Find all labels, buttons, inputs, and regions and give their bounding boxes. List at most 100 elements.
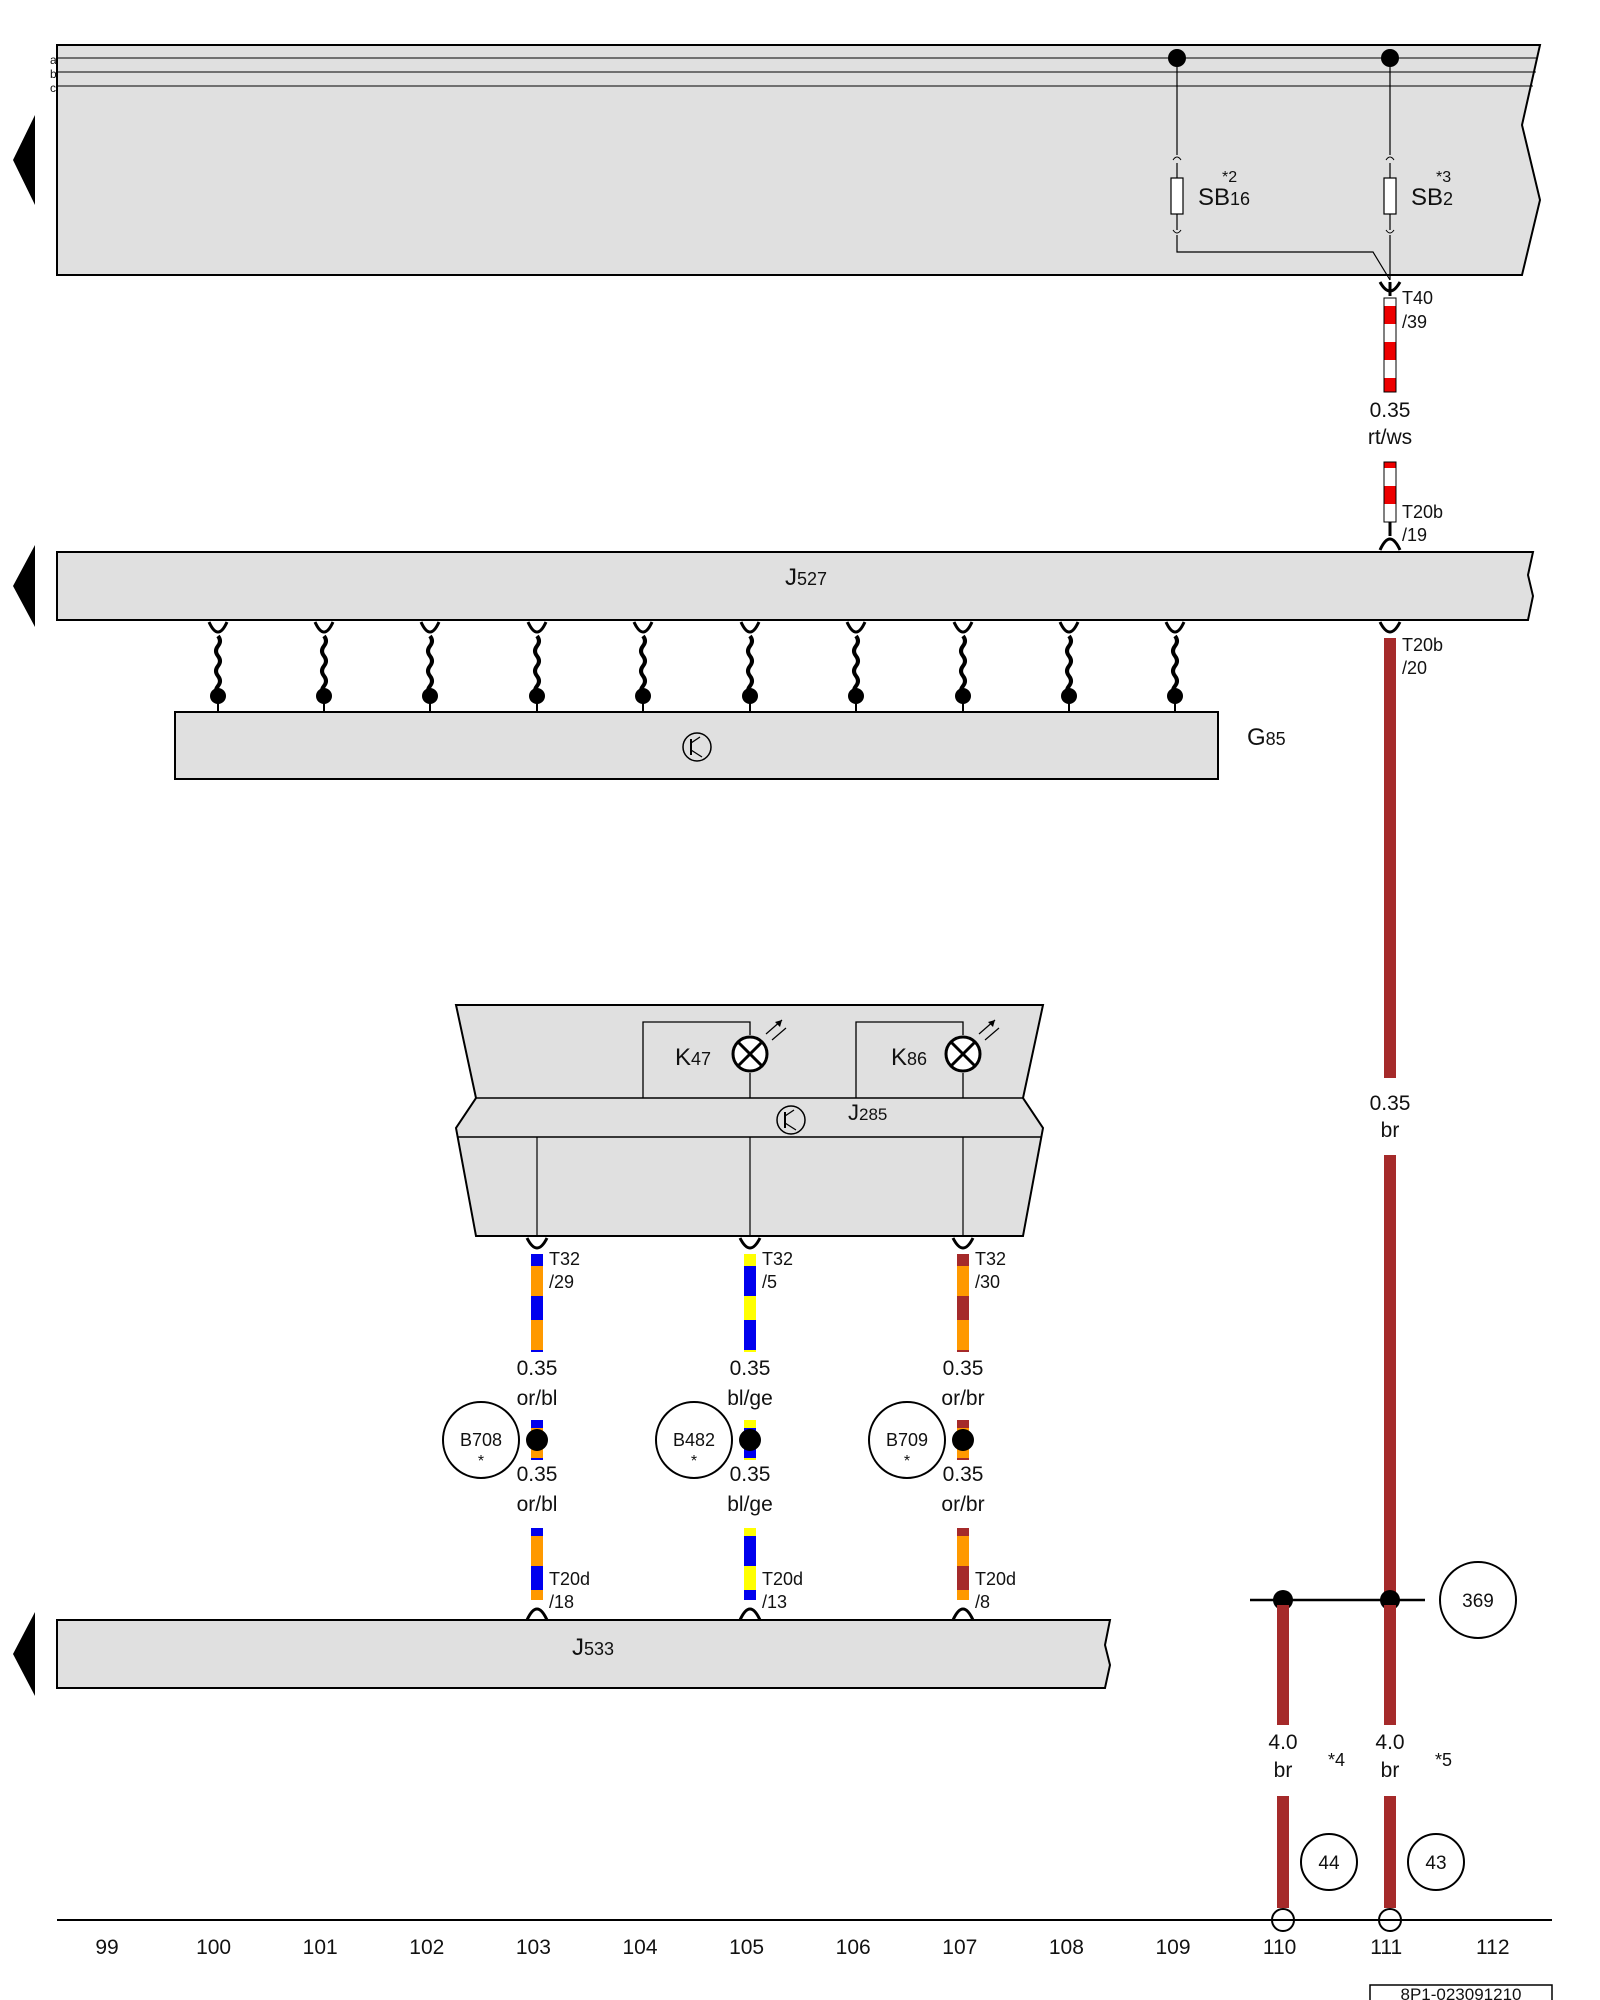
note-4: *4 bbox=[1328, 1750, 1345, 1770]
ref-44-label: 44 bbox=[1318, 1853, 1340, 1874]
wire-orbr-lower bbox=[957, 1528, 969, 1600]
column-107-orbr: T32 /30 0.35 or/br B709 * 0.35 or/br T20… bbox=[868, 1237, 1016, 1621]
fuse-sb16-note: *2 bbox=[1222, 169, 1237, 186]
page-left-arrow-2[interactable] bbox=[13, 545, 35, 627]
track-number: 108 bbox=[1049, 1936, 1084, 1959]
track-number: 107 bbox=[942, 1936, 977, 1959]
connector-t20d-18-pin: /18 bbox=[549, 1592, 574, 1612]
wire-orbr-top-size: 0.35 bbox=[943, 1357, 984, 1380]
module-j533: J533 bbox=[56, 1619, 1112, 1689]
connector-t20b-20: T20b /20 bbox=[1378, 621, 1443, 678]
harness-lead bbox=[419, 621, 441, 712]
sensor-g85-label: G85 bbox=[1247, 724, 1286, 751]
module-j527-label: J527 bbox=[785, 564, 827, 591]
ref-44[interactable]: 44 bbox=[1300, 1833, 1358, 1891]
transistor-icon bbox=[776, 1105, 806, 1135]
connector-t32-29-pin: /29 bbox=[549, 1272, 574, 1292]
wire-blge-upper bbox=[744, 1254, 756, 1352]
connector-t32-29-name: T32 bbox=[549, 1249, 580, 1269]
track-number: 100 bbox=[196, 1936, 231, 1959]
wire-orbl-bot-size: 0.35 bbox=[517, 1463, 558, 1486]
wire-br-110-size: 4.0 bbox=[1268, 1731, 1297, 1754]
splice-point bbox=[739, 1429, 761, 1451]
splice-point bbox=[526, 1429, 548, 1451]
wire-blge-top-color: bl/ge bbox=[727, 1387, 773, 1410]
fuse-sb16: SB16 *2 bbox=[1168, 49, 1391, 281]
wire-orbr-bot-size: 0.35 bbox=[943, 1463, 984, 1486]
bus-line-a: a bbox=[50, 53, 57, 67]
harness-lead bbox=[207, 621, 229, 712]
wire-br-111-size: 4.0 bbox=[1375, 1731, 1404, 1754]
wire-blge-lower bbox=[744, 1528, 756, 1600]
splice-b709: B709 * bbox=[868, 1401, 946, 1479]
track-number: 103 bbox=[516, 1936, 551, 1959]
fuse-sb2-note: *3 bbox=[1436, 169, 1451, 186]
document-id-text: 8P1-023091210 bbox=[1400, 1985, 1521, 2000]
wire-orbl-upper bbox=[531, 1254, 543, 1352]
wire-rtws-size: 0.35 bbox=[1370, 399, 1411, 422]
column-103-orbl: T32 /29 0.35 or/bl B708 * 0.35 or/bl T20… bbox=[442, 1237, 590, 1621]
ref-369-label: 369 bbox=[1462, 1591, 1494, 1612]
track-number: 105 bbox=[729, 1936, 764, 1959]
wire-br-110-color: br bbox=[1274, 1759, 1293, 1782]
splice-b709-note: * bbox=[904, 1453, 910, 1470]
connector-t40-39: T40 /39 bbox=[1378, 281, 1433, 332]
bus-line-b: b bbox=[50, 67, 57, 81]
wire-rtws-upper bbox=[1383, 297, 1397, 393]
harness-lead bbox=[1058, 621, 1080, 712]
connector-t20d-13-name: T20d bbox=[762, 1569, 803, 1589]
connector-t32-5-pin: /5 bbox=[762, 1272, 777, 1292]
connector-t32-5-name: T32 bbox=[762, 1249, 793, 1269]
wire-orbr-bot-color: or/br bbox=[941, 1493, 984, 1516]
splice-b482: B482 * bbox=[655, 1401, 733, 1479]
track-number: 109 bbox=[1155, 1936, 1190, 1959]
harness-lead bbox=[845, 621, 867, 712]
wire-br-color: br bbox=[1381, 1119, 1400, 1142]
wire-rtws-lower bbox=[1383, 461, 1397, 523]
wire-orbl-top-color: or/bl bbox=[517, 1387, 558, 1410]
splice-b482-name: B482 bbox=[673, 1430, 715, 1450]
wire-br-111-color: br bbox=[1381, 1759, 1400, 1782]
connector-t20d-8-name: T20d bbox=[975, 1569, 1016, 1589]
column-110-br: 4.0 br *4 44 bbox=[1268, 1605, 1358, 1932]
wire-blge-bot-color: bl/ge bbox=[727, 1493, 773, 1516]
j527-g85-harness bbox=[207, 621, 1186, 712]
note-5: *5 bbox=[1435, 1750, 1452, 1770]
page-left-arrow-1[interactable] bbox=[13, 115, 35, 205]
splice-b708-note: * bbox=[478, 1453, 484, 1470]
warning-lamp-k47: K47 bbox=[642, 1019, 787, 1098]
lamp-icon bbox=[731, 1019, 787, 1073]
wire-rtws-color: rt/ws bbox=[1368, 426, 1412, 449]
wire-orbr-top-color: or/br bbox=[941, 1387, 984, 1410]
track-number: 101 bbox=[303, 1936, 338, 1959]
page-left-arrow-3[interactable] bbox=[13, 1612, 35, 1696]
track-number: 110 bbox=[1263, 1936, 1296, 1959]
sensor-g85: G85 bbox=[174, 711, 1286, 780]
module-j527: J527 bbox=[56, 551, 1535, 621]
splice-b708-name: B708 bbox=[460, 1430, 502, 1450]
harness-lead bbox=[1164, 621, 1186, 712]
connector-t20b-19-pin: /19 bbox=[1402, 525, 1427, 545]
wire-br-size: 0.35 bbox=[1370, 1092, 1411, 1115]
ref-43-label: 43 bbox=[1425, 1853, 1446, 1874]
splice-b708: B708 * bbox=[442, 1401, 520, 1479]
module-j285: J285 bbox=[454, 1004, 1045, 1237]
warning-lamp-k86-label: K86 bbox=[891, 1044, 927, 1071]
wire-orbl-top-size: 0.35 bbox=[517, 1357, 558, 1380]
track-number: 112 bbox=[1476, 1936, 1509, 1959]
ref-43[interactable]: 43 bbox=[1407, 1833, 1465, 1891]
fuse-sb16-label: SB16 bbox=[1198, 184, 1250, 211]
harness-lead bbox=[632, 621, 654, 712]
wire-orbl-lower bbox=[531, 1528, 543, 1600]
wire-blge-top-size: 0.35 bbox=[730, 1357, 771, 1380]
splice-b482-note: * bbox=[691, 1453, 697, 1470]
ref-369[interactable]: 369 bbox=[1439, 1561, 1517, 1639]
module-j285-label: J285 bbox=[848, 1100, 887, 1125]
connector-t20d-8-pin: /8 bbox=[975, 1592, 990, 1612]
connector-t40-pin: /39 bbox=[1402, 312, 1427, 332]
lamp-icon bbox=[944, 1019, 1000, 1073]
harness-lead bbox=[526, 621, 548, 712]
track-number: 99 bbox=[95, 1936, 118, 1959]
splice-b709-name: B709 bbox=[886, 1430, 928, 1450]
